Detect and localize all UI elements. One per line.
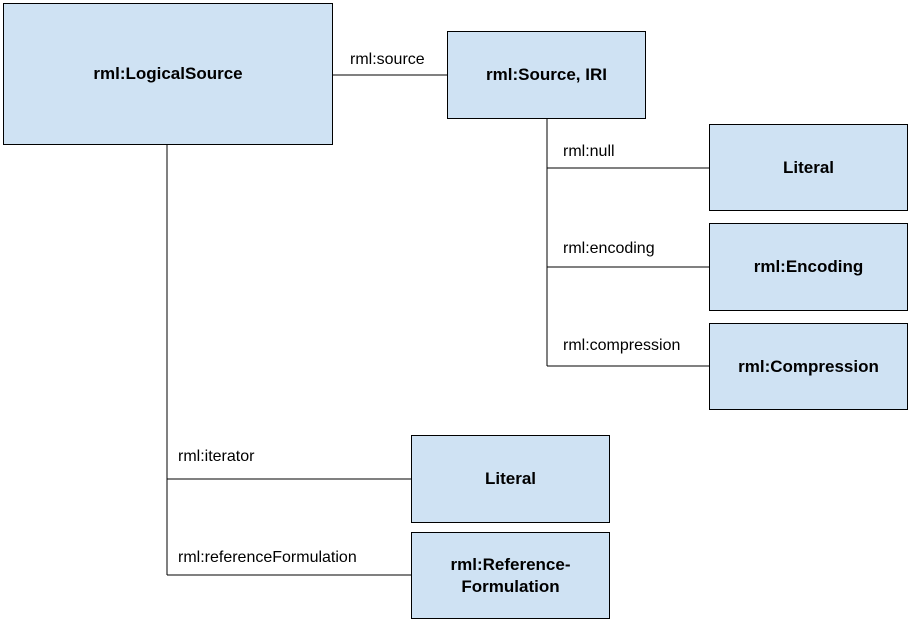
edge-label-source: rml:source [350, 51, 425, 68]
node-iterator-literal: Literal [411, 435, 610, 523]
edge-label-encoding: rml:encoding [563, 240, 655, 257]
node-reference-formulation: rml:Reference- Formulation [411, 532, 610, 619]
edge-label-null: rml:null [563, 143, 615, 160]
node-compression-label: rml:Compression [738, 356, 879, 376]
node-compression: rml:Compression [709, 323, 908, 410]
node-null-literal: Literal [709, 124, 908, 211]
node-logical-source-label: rml:LogicalSource [93, 64, 243, 84]
edge-label-compression: rml:compression [563, 337, 681, 354]
node-logical-source: rml:LogicalSource [3, 3, 333, 145]
node-encoding: rml:Encoding [709, 223, 908, 311]
node-reference-formulation-label: rml:Reference- Formulation [450, 555, 571, 596]
node-source: rml:Source, IRI [447, 31, 646, 119]
node-encoding-label: rml:Encoding [753, 257, 864, 277]
node-iterator-literal-label: Literal [484, 469, 537, 489]
edge-label-iterator: rml:iterator [178, 448, 255, 465]
node-null-literal-label: Literal [782, 157, 835, 177]
edge-label-reference-formulation: rml:referenceFormulation [178, 549, 357, 566]
node-source-label: rml:Source, IRI [486, 65, 607, 85]
